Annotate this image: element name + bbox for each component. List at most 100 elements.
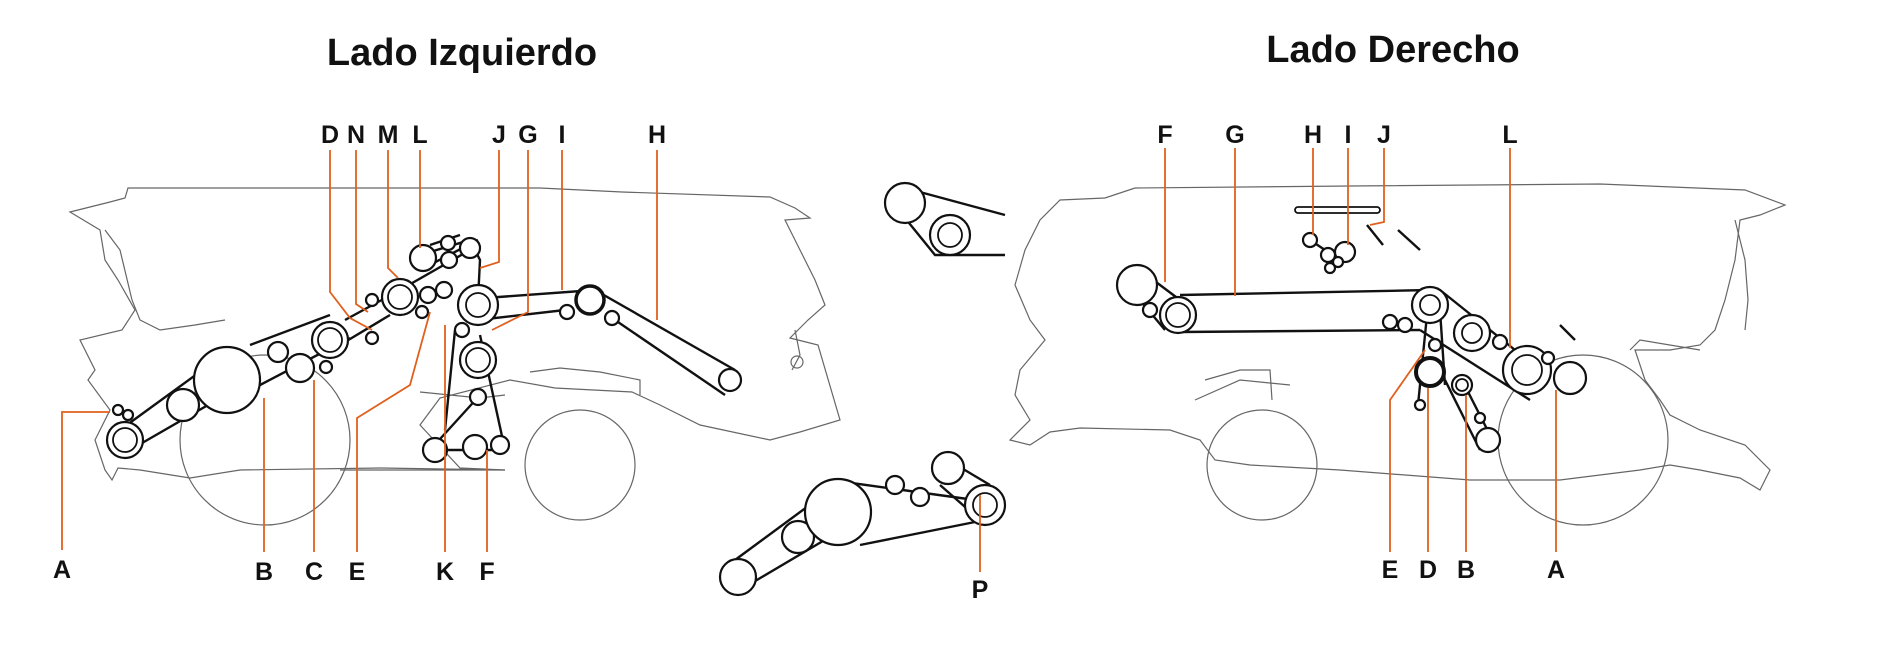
left-label-k: K (436, 558, 454, 586)
left-label-g: G (518, 121, 537, 149)
left-leader-j (479, 150, 500, 269)
left-front-wheel (179, 354, 351, 526)
left-pulley-f1 (421, 436, 449, 464)
left-outline-detail-2 (529, 367, 641, 395)
left-pulley-c (284, 352, 316, 384)
right-idler-f (1141, 301, 1159, 319)
left-pulley-g (456, 283, 500, 327)
left-side-title: Lado Izquierdo (327, 32, 597, 74)
center-pulley-p-inner (972, 492, 998, 518)
left-idler-l (439, 234, 457, 252)
center-top-belt-2 (904, 217, 1005, 257)
center-pulley-p (963, 483, 1007, 527)
center-bottom-belt-4 (859, 518, 986, 547)
right-idler-g2 (1396, 316, 1414, 334)
right-idler-d (1427, 337, 1443, 353)
left-leader-e (356, 311, 431, 552)
right-label-e: E (1382, 556, 1399, 584)
left-idler-h (603, 309, 621, 327)
right-label-f: F (1157, 121, 1172, 149)
center-top-pulley-right-inner (937, 222, 963, 248)
left-leader-a (61, 411, 110, 550)
left-pulley-h (717, 367, 743, 393)
right-label-l: L (1502, 121, 1517, 149)
right-pulley-l-inner (1461, 322, 1483, 344)
left-belt-h1 (594, 288, 736, 372)
left-label-l: L (412, 121, 427, 149)
left-belt-k1 (443, 329, 457, 431)
left-label-m: M (378, 121, 399, 149)
right-idler-l (1491, 333, 1509, 351)
left-pulley-f2 (461, 433, 489, 461)
left-label-e: E (349, 558, 366, 586)
left-pulley-e-inner (317, 327, 343, 353)
right-side-drawing: F G H I J L E D B A (1008, 121, 1787, 584)
center-drawing: P (718, 181, 1007, 604)
center-pulley-upper (930, 450, 966, 486)
right-idler-b (1473, 411, 1487, 425)
right-pulley-a (1501, 344, 1553, 396)
left-label-d: D (321, 121, 339, 149)
left-pulley-b-large (192, 345, 262, 415)
left-idler-a (111, 403, 125, 417)
left-hook-ring (790, 355, 804, 369)
right-outline-detail-4 (1204, 369, 1273, 401)
left-idler-k (468, 387, 488, 407)
right-label-d: D (1419, 556, 1437, 584)
left-idler-i (558, 303, 576, 321)
right-pulley-g-inner (1419, 294, 1441, 316)
left-leader-g (491, 150, 529, 331)
right-belt-b1 (1443, 379, 1482, 451)
right-pulley-l (1452, 313, 1492, 353)
right-outline-detail (1734, 219, 1749, 331)
left-label-h: H (648, 121, 666, 149)
right-outline-detail-2 (1629, 339, 1701, 351)
right-idler-i (1323, 261, 1337, 275)
left-pulley-f3 (489, 434, 511, 456)
center-idler-1 (884, 474, 906, 496)
right-label-h: H (1304, 121, 1322, 149)
left-pulley-m-inner (387, 284, 413, 310)
left-label-n: N (347, 121, 365, 149)
left-idler-g (453, 321, 471, 339)
right-label-i: I (1345, 121, 1352, 149)
left-idler-m2 (434, 280, 454, 300)
left-idler-m (418, 285, 438, 305)
center-label-p: P (972, 576, 989, 604)
right-label-a: A (1547, 556, 1565, 584)
left-pulley-b-small (165, 387, 201, 423)
left-label-c: C (305, 558, 323, 586)
right-idler-e (1413, 398, 1427, 412)
right-label-j: J (1377, 121, 1391, 149)
left-pulley-i (574, 284, 606, 316)
left-pulley-a-inner (112, 427, 138, 453)
left-pulley-l (408, 243, 438, 273)
right-pulley-b (1474, 426, 1502, 454)
right-pulley-b-upper-inner (1455, 378, 1469, 392)
right-link-j (1366, 224, 1384, 246)
left-rear-wheel (524, 409, 636, 521)
left-idler-c (318, 359, 334, 375)
left-label-a: A (53, 556, 71, 584)
right-top-rail (1294, 206, 1381, 214)
left-idler-d (364, 292, 380, 308)
left-idler-a2 (121, 408, 135, 422)
right-pulley-f-top (1115, 263, 1159, 307)
right-link-j2 (1397, 229, 1421, 251)
right-pulley-b-upper (1450, 373, 1474, 397)
center-top-pulley-right (928, 213, 972, 257)
left-pulley-k-inner (465, 347, 491, 373)
left-combine-outline (68, 187, 841, 482)
right-pulley-g (1410, 285, 1450, 325)
left-outline-hook (791, 329, 801, 371)
center-idler-2 (909, 486, 931, 508)
right-pulley-a2 (1552, 360, 1588, 396)
right-belt-g2 (1179, 328, 1421, 334)
right-pulley-d (1414, 356, 1446, 388)
right-front-wheel (1206, 409, 1318, 521)
right-combine-outline (1008, 183, 1787, 491)
left-belt-b1 (249, 313, 331, 347)
left-outline-detail (104, 229, 226, 331)
left-idler-n (364, 330, 380, 346)
